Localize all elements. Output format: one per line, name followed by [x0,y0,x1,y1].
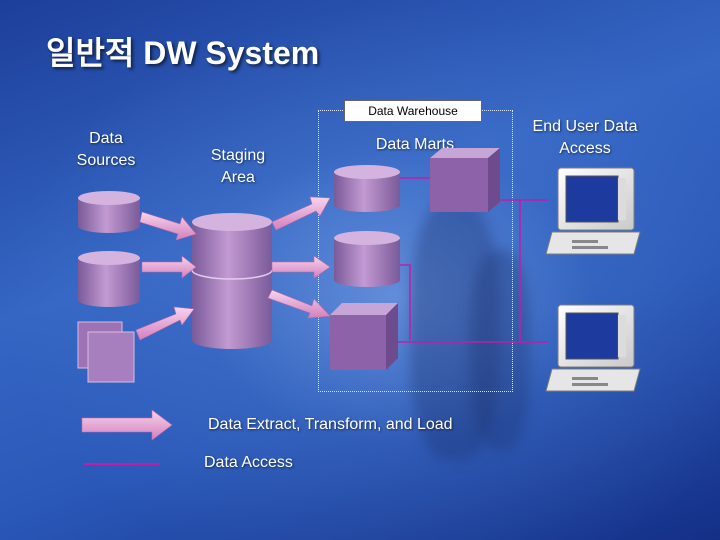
etl-arrow [267,289,331,319]
legend-etl-arrow [81,409,173,441]
etl-arrow [135,306,195,341]
etl-arrow [271,255,331,279]
etl-arrow [271,196,331,231]
staging-area-label: Staging Area [210,147,266,186]
computer-icon [545,167,641,255]
etl-arrow [139,211,197,241]
data-mart-cylinder-1 [334,165,400,212]
source-database-1 [78,191,140,233]
data-marts-label: Data Marts [375,136,455,153]
source-database-2 [78,251,140,307]
data-mart-cylinder-2 [334,231,400,287]
data-sources-label: Data Sources [76,130,136,169]
staging-database [191,213,273,349]
source-file-stack [77,321,135,383]
page-title: 일반적 DW System [46,35,320,71]
background-figure [410,200,500,460]
computer-icon [545,304,641,392]
etl-arrow [141,255,197,279]
legend-etl-label: Data Extract, Transform, and Load [208,416,453,433]
data-mart-cube-1 [430,148,500,212]
data-warehouse-label: Data Warehouse [344,100,482,122]
etl-arrows-to-staging [135,211,197,341]
etl-arrows-to-marts [267,196,331,319]
data-mart-cube-2 [330,303,398,370]
legend-access-label: Data Access [204,454,293,471]
end-user-label: End User Data Access [532,118,638,157]
